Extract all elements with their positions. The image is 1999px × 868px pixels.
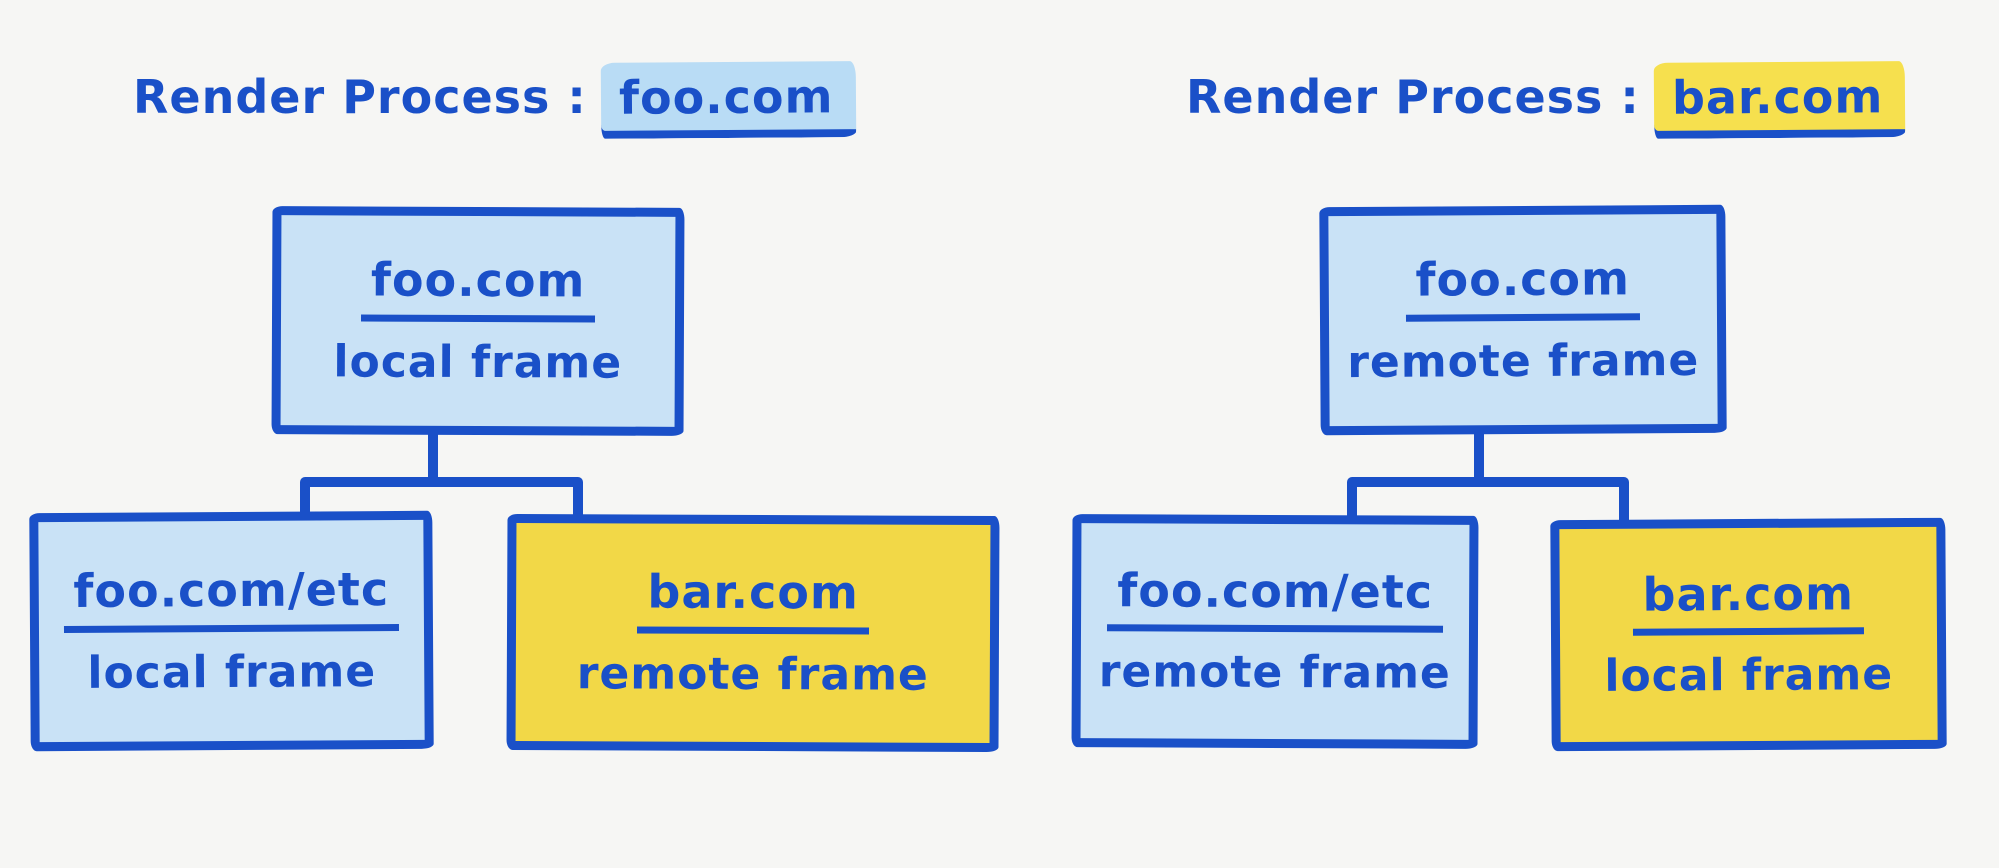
child-node-bar-remote: bar.com remote frame (506, 513, 1000, 753)
root-node-foo-local: foo.com local frame (271, 206, 685, 436)
root-node-foo-remote: foo.com remote frame (1319, 204, 1727, 436)
node-domain: bar.com (1632, 566, 1865, 636)
node-frame-type: remote frame (1098, 646, 1451, 699)
foo-tree-bracket-line (300, 477, 583, 532)
node-frame-type: remote frame (576, 647, 929, 701)
node-domain: foo.com/etc (63, 562, 400, 633)
title-domain-highlight: foo.com (600, 61, 856, 139)
title-domain-highlight: bar.com (1653, 61, 1906, 139)
child-node-foo-etc-remote: foo.com/etc remote frame (1071, 514, 1479, 749)
bar-tree-bracket-line (1347, 477, 1629, 533)
node-domain: bar.com (637, 565, 869, 635)
node-frame-type: local frame (1604, 649, 1894, 702)
diagram-title: Render Process :foo.com (133, 61, 856, 139)
node-frame-type: local frame (87, 645, 377, 699)
node-frame-type: local frame (333, 335, 623, 389)
node-domain: foo.com (360, 253, 596, 323)
child-node-foo-etc-local: foo.com/etc local frame (29, 510, 434, 752)
node-domain: foo.com/etc (1107, 563, 1444, 633)
title-prefix: Render Process : (133, 70, 587, 124)
diagram-title: Render Process :bar.com (1186, 61, 1906, 139)
node-frame-type: remote frame (1347, 334, 1700, 388)
child-node-bar-local: bar.com local frame (1550, 517, 1947, 752)
node-domain: foo.com (1405, 252, 1641, 322)
title-prefix: Render Process : (1186, 70, 1640, 124)
